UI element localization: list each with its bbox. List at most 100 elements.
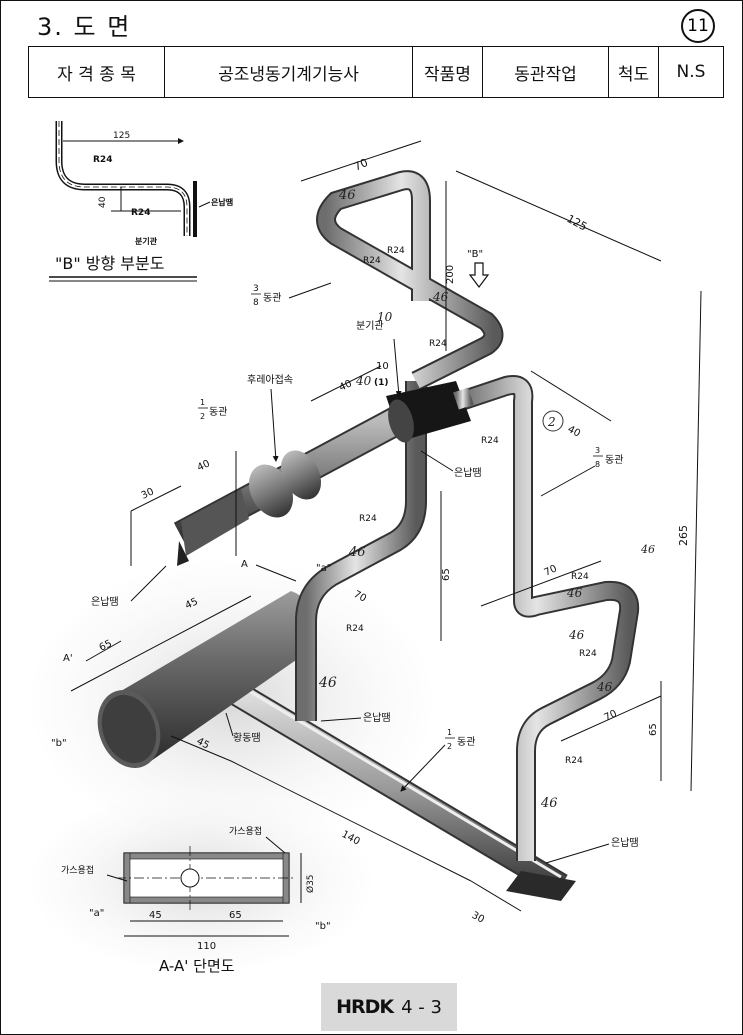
qualification-label: 자 격 종 목 <box>28 46 165 98</box>
frac-8-upper: 8 <box>253 298 259 308</box>
section-dim-45: 45 <box>149 910 162 921</box>
scale-label: 척도 <box>608 46 659 98</box>
dim-30-left: 30 <box>140 486 156 501</box>
r24-f: R24 <box>346 624 364 634</box>
frac-2-left: 2 <box>200 412 205 421</box>
marker-1: (1) <box>374 378 389 388</box>
frac-3-upper: 3 <box>253 284 259 294</box>
hand-2-circle: 2 <box>547 415 556 429</box>
main-labels: 70 125 R24 R24 200 "B" 3 8 동관 분기관 R24 후레… <box>51 156 690 926</box>
b-direction: "B" <box>467 249 483 260</box>
frac-2-main: 2 <box>447 742 452 751</box>
detail-branch-label: 분기관 <box>135 236 158 246</box>
r24-a: R24 <box>387 246 405 256</box>
pipe-3-8-right: 동관 <box>605 454 623 466</box>
dim-65-mid: 65 <box>441 568 452 581</box>
r24-h: R24 <box>579 649 597 659</box>
hand-46-i: 46 <box>640 543 655 556</box>
hand-46-f: 46 <box>568 628 585 642</box>
page-number-badge: 11 <box>681 9 715 43</box>
dim-40-left: 40 <box>196 458 212 473</box>
label-a: A <box>241 559 248 570</box>
detail-r24-top: R24 <box>93 155 112 165</box>
hand-46-a: 46 <box>338 188 356 203</box>
frac-1-main: 1 <box>447 728 452 737</box>
r24-b: R24 <box>363 256 381 266</box>
frac-1-left: 1 <box>200 398 205 407</box>
dim-70-right: 70 <box>603 708 619 723</box>
scale-value: N.S <box>658 46 724 98</box>
flare-fitting-label: 후레아접속 <box>247 374 293 386</box>
pipe-end-solder <box>506 871 576 901</box>
dim-65-left: 65 <box>98 638 114 653</box>
handwritten-notes: 46 46 10 40 2 46 46 46 46 46 46 46 <box>318 188 655 811</box>
r24-g: R24 <box>571 572 589 582</box>
dim-265: 265 <box>677 525 690 546</box>
dim-30-end: 30 <box>470 910 486 926</box>
hand-46-b: 46 <box>432 290 449 304</box>
hand-46-h: 46 <box>540 796 558 811</box>
frac-8-right: 8 <box>595 460 600 469</box>
detail-caption: "B" 방향 부분도 <box>55 254 164 273</box>
pipe-3-8-upper: 동관 <box>263 292 281 304</box>
section-dim-110: 110 <box>197 941 216 952</box>
b-direction-arrow <box>468 262 490 288</box>
solder-main: 은납땜 <box>363 712 391 724</box>
detail-dim-125: 125 <box>113 131 130 141</box>
hand-46-g: 46 <box>596 680 613 694</box>
r24-i: R24 <box>565 756 583 766</box>
solder-center: 은납땜 <box>454 467 482 479</box>
frac-3-right: 3 <box>595 446 600 455</box>
dim-40-right: 40 <box>566 424 582 440</box>
r24-e: R24 <box>359 514 377 524</box>
section-label-b: "b" <box>315 921 331 932</box>
dim-70-top: 70 <box>352 156 370 174</box>
hand-46-e: 46 <box>566 586 583 600</box>
label-a-quote: "a" <box>316 563 331 574</box>
dim-70-right-upper: 70 <box>543 563 559 578</box>
footer-page-number: 4 - 3 <box>401 996 442 1018</box>
detail-r24-bottom: R24 <box>131 208 150 218</box>
hand-46-d: 46 <box>318 675 337 691</box>
section-gas-weld-top: 가스용접 <box>229 825 262 837</box>
r24-d: R24 <box>481 436 499 446</box>
pipe-1-2-left: 동관 <box>209 406 227 418</box>
footer: HRDK 4 - 3 <box>321 983 457 1031</box>
dim-125: 125 <box>565 212 590 233</box>
hand-46-c: 46 <box>348 545 366 560</box>
section-title: 3. 도 면 <box>37 13 132 41</box>
dim-45-top: 45 <box>184 596 200 611</box>
dim-40-flare: 40 <box>338 378 354 393</box>
detail-view-b: 125 R24 R24 40 은납땜 분기관 "B" 방향 부분도 <box>49 121 233 282</box>
label-a-prime: A' <box>63 653 73 664</box>
dim-65-right: 65 <box>648 723 659 736</box>
solder-left-end: 은납땜 <box>91 596 119 608</box>
label-b-quote: "b" <box>51 738 67 749</box>
dimension-lines <box>70 140 702 912</box>
dim-10: 10 <box>376 361 389 372</box>
brass-solder: 황동땜 <box>233 732 261 744</box>
dim-45-bottom: 45 <box>195 736 211 752</box>
section-dim-dia35: Ø35 <box>305 874 316 893</box>
dim-200: 200 <box>445 265 456 284</box>
section-view: 가스용접 가스용접 "a" "b" 45 65 110 Ø35 A-A' 단면도 <box>61 825 331 975</box>
dim-70-mid: 70 <box>352 589 368 605</box>
detail-dim-40: 40 <box>98 196 108 208</box>
section-gas-weld-left: 가스용접 <box>61 864 94 876</box>
qualification-value: 공조냉동기계기능사 <box>164 46 413 98</box>
pipe-assembly <box>97 170 640 901</box>
section-dim-65: 65 <box>229 910 242 921</box>
section-caption: A-A' 단면도 <box>159 957 235 975</box>
pipe-1-2-main: 동관 <box>457 736 475 748</box>
branch-pipe-label: 분기관 <box>356 320 384 332</box>
work-value: 동관작업 <box>482 46 609 98</box>
hand-40-2: 40 <box>355 374 372 388</box>
solder-end: 은납땜 <box>611 837 639 849</box>
detail-solder-label: 은납땜 <box>211 197 233 207</box>
section-label-a: "a" <box>89 908 104 919</box>
r24-c: R24 <box>429 339 447 349</box>
isometric-drawing: 125 R24 R24 40 은납땜 분기관 "B" 방향 부분도 <box>31 121 702 975</box>
title-block: 자 격 종 목 공조냉동기계기능사 작품명 동관작업 척도 N.S <box>28 46 724 98</box>
work-label: 작품명 <box>412 46 483 98</box>
